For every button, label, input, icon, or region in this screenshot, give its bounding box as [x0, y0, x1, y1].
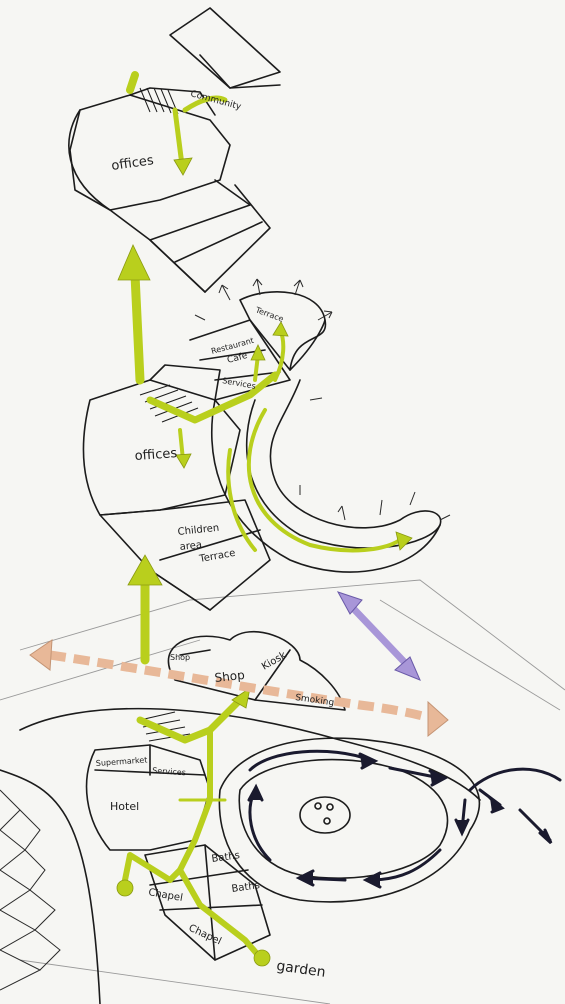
label-terrace-top: Terrace — [253, 305, 284, 324]
label-chapel-2: Chapel — [187, 923, 223, 948]
label-offices-top: offices — [110, 153, 154, 174]
label-hotel: Hotel — [110, 800, 139, 813]
label-chapel-1: Chapel — [147, 887, 183, 904]
label-terrace-mid: Terrace — [198, 548, 237, 565]
ground-plane-outline — [0, 579, 565, 1004]
label-baths-2: Baths — [231, 880, 261, 895]
label-cafe: Cafe — [226, 351, 249, 366]
fountain — [299, 796, 351, 834]
label-services-mid: Services — [222, 376, 257, 391]
label-children-area: area — [179, 540, 202, 553]
label-community: Community — [189, 89, 243, 112]
purple-double-arrow — [336, 591, 421, 681]
label-baths-1: Baths — [211, 850, 241, 865]
view-arrows — [194, 278, 451, 521]
label-shop: Shop — [214, 668, 245, 685]
label-services-low: Services — [152, 766, 186, 777]
left-landscape-hatch — [0, 789, 61, 991]
label-kiosk: Kiosk — [260, 650, 289, 673]
lower-block — [0, 630, 481, 1004]
label-garden: garden — [275, 958, 326, 981]
mid-office-block — [82, 278, 451, 611]
labels: Community offices Restaurant Cafe Terrac… — [96, 89, 335, 981]
label-supermarket: Supermarket — [96, 755, 148, 768]
top-office-block — [68, 7, 281, 293]
vehicle-circulation — [247, 749, 562, 889]
pedestrian-circulation — [116, 71, 413, 967]
label-children: Children — [177, 523, 220, 538]
label-offices-mid: offices — [134, 446, 178, 464]
view-axis-arrow — [29, 639, 449, 738]
stair-hatch-top — [139, 87, 179, 115]
label-shop-small: Shop — [170, 653, 190, 662]
